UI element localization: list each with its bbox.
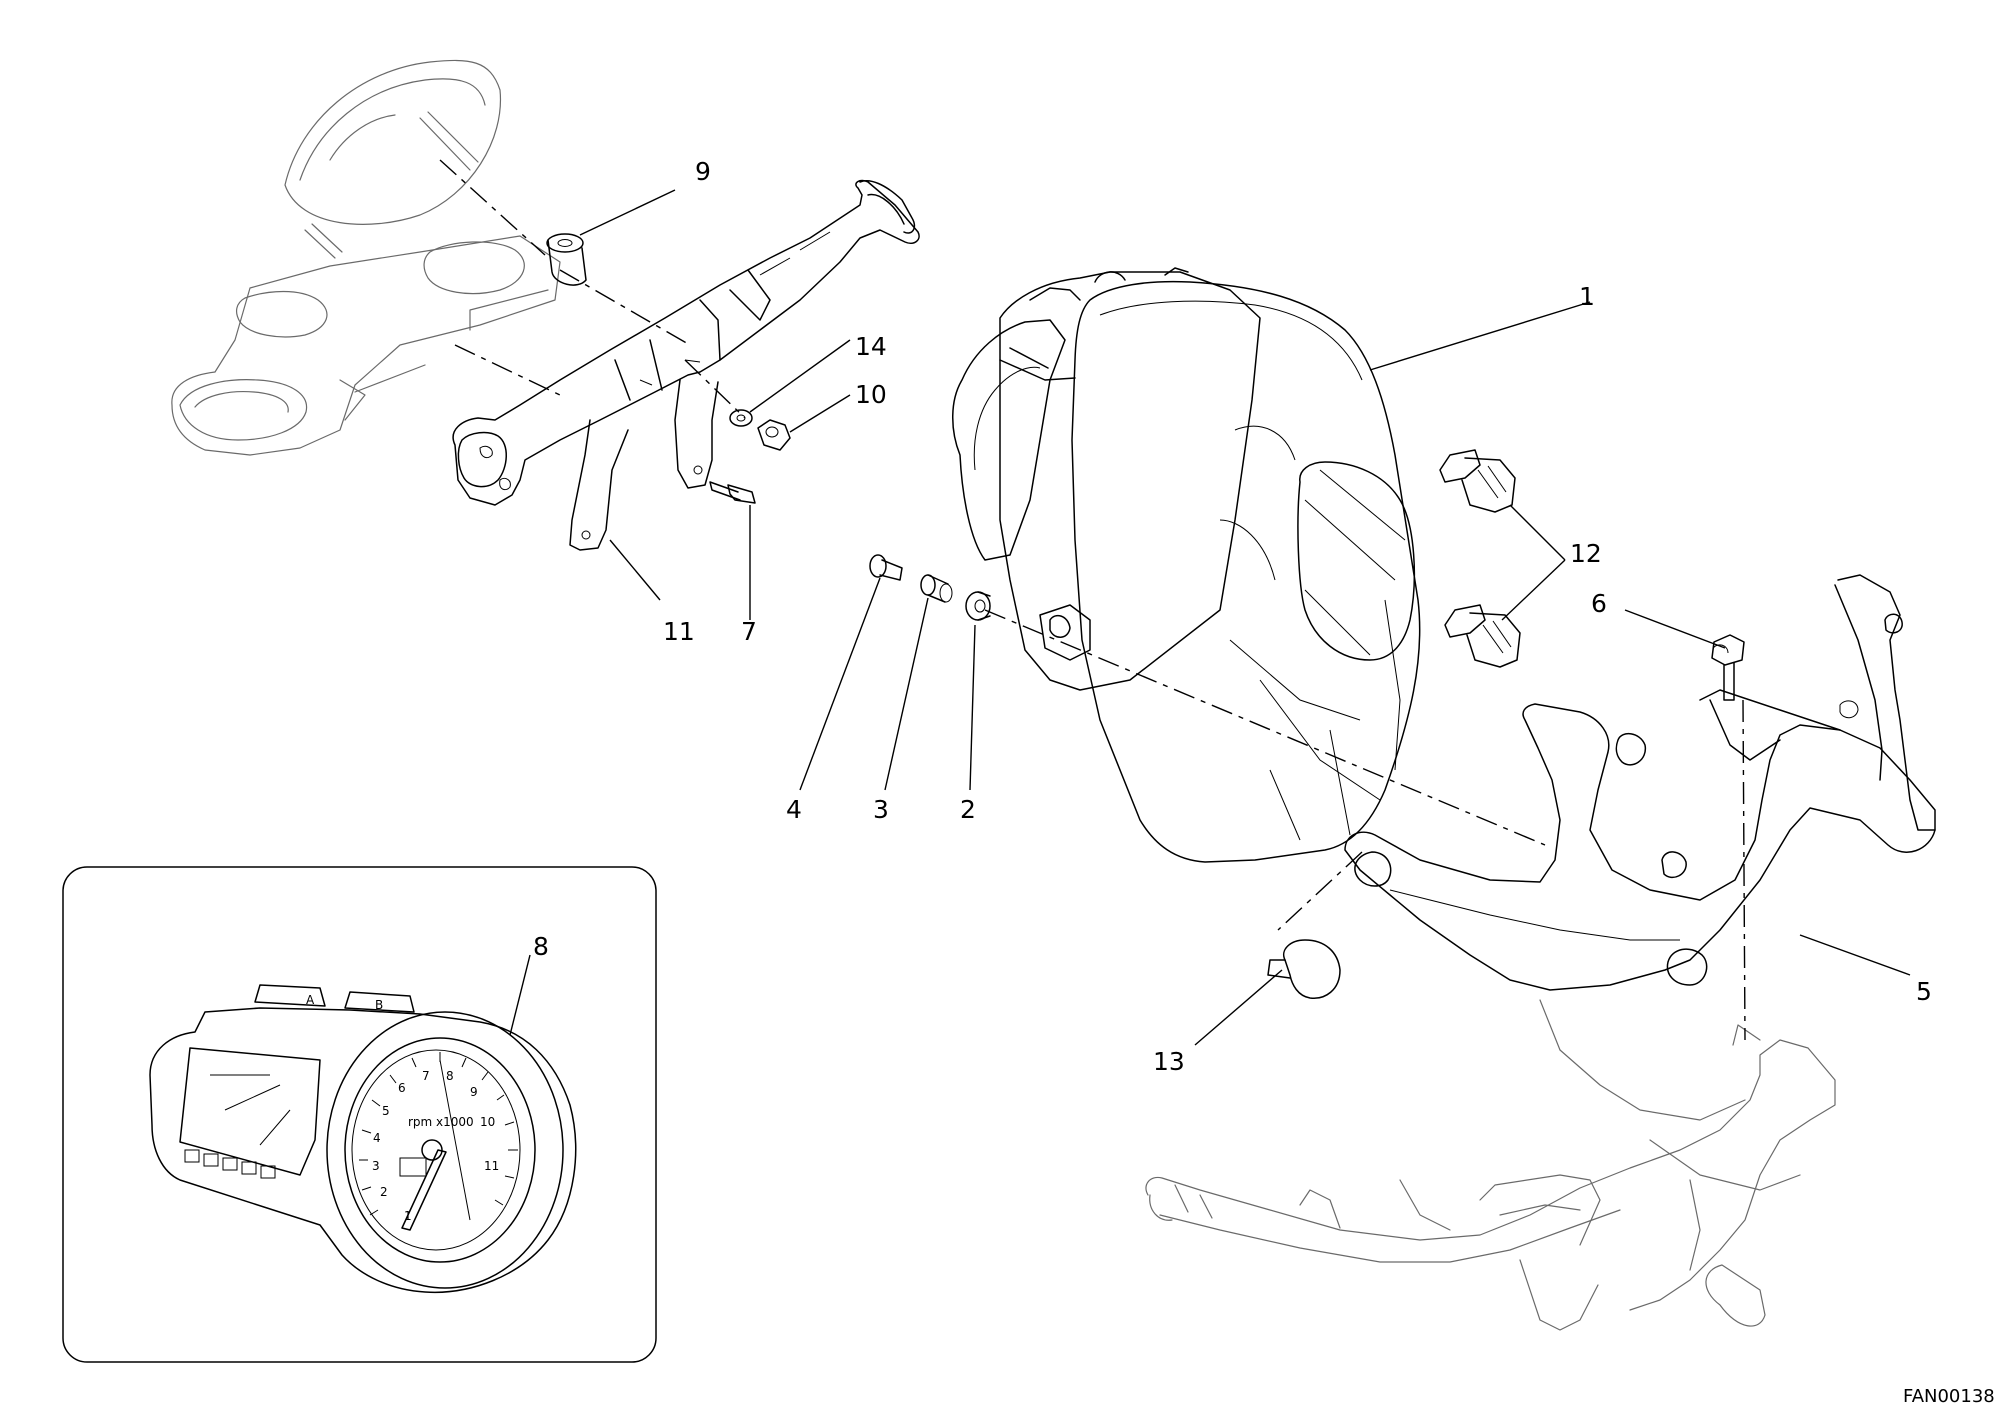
callout-13: 13: [1153, 1047, 1185, 1076]
callout-9: 9: [695, 157, 711, 186]
drawing-code: FAN00138: [1903, 1386, 1995, 1407]
tachometer-scale-11: 11: [484, 1159, 499, 1173]
instrument-button-a-label: A: [306, 993, 315, 1007]
callout-5: 5: [1916, 977, 1932, 1006]
tachometer-scale-4: 4: [373, 1131, 381, 1145]
tachometer-scale-8: 8: [446, 1069, 454, 1083]
tachometer-scale-9: 9: [470, 1085, 478, 1099]
instrument-panel: [149, 984, 577, 1294]
tachometer-scale-2: 2: [380, 1185, 388, 1199]
screw-4: [869, 554, 903, 581]
bulb-holder-lower: [1444, 604, 1521, 668]
callout-7: 7: [741, 617, 757, 646]
tachometer-scale-7: 7: [422, 1069, 430, 1083]
callout-1: 1: [1579, 282, 1595, 311]
instrument-bracket: [452, 179, 920, 551]
bush: [920, 574, 953, 603]
washer: [729, 409, 753, 427]
bulb: [1267, 939, 1341, 999]
tachometer-scale-6: 6: [398, 1081, 406, 1095]
instrument-button-b-label: B: [375, 998, 383, 1012]
callout-2: 2: [960, 795, 976, 824]
top-yoke-reference: [171, 59, 561, 456]
frame-reference: [1145, 999, 1836, 1331]
callout-14: 14: [855, 332, 887, 361]
callout-8: 8: [533, 932, 549, 961]
callout-4: 4: [786, 795, 802, 824]
leader-lines: [509, 189, 1911, 1046]
tachometer-scale-3: 3: [372, 1159, 380, 1173]
bulb-holder-upper: [1439, 449, 1516, 513]
assembly-dashed-lines: [439, 159, 1746, 1041]
nut: [757, 419, 791, 451]
callout-11: 11: [663, 617, 695, 646]
tachometer-scale-10: 10: [480, 1115, 495, 1129]
callout-6: 6: [1591, 589, 1607, 618]
callout-10: 10: [855, 380, 887, 409]
screw-7: [709, 481, 756, 504]
callout-12: 12: [1570, 539, 1602, 568]
rubber-spacer: [546, 233, 587, 286]
tachometer-scale-1: 1: [404, 1209, 412, 1223]
headlight-assembly: [952, 267, 1421, 863]
inset-frame: [62, 866, 657, 1363]
bolt-6: [1711, 634, 1745, 701]
tachometer-unit-label: rpm x1000: [408, 1115, 474, 1129]
callout-3: 3: [873, 795, 889, 824]
headlight-bracket: [1344, 574, 1936, 991]
tachometer-scale-5: 5: [382, 1104, 390, 1118]
grommet: [965, 591, 991, 621]
